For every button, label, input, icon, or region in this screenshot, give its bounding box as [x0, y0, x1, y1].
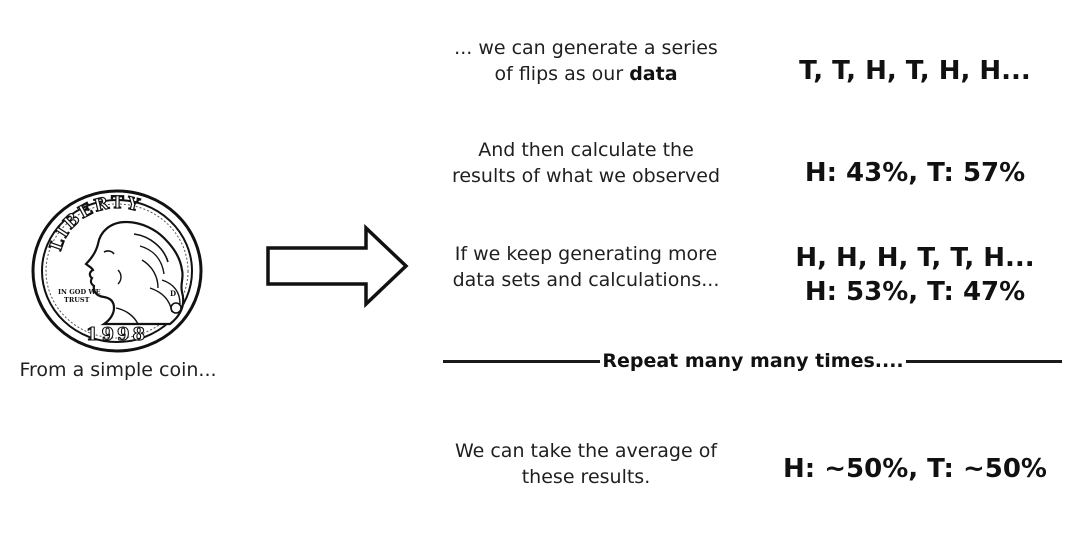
step-2-line-2: results of what we observed — [451, 165, 721, 187]
step-1-bold-word: data — [629, 63, 678, 85]
step-3-line-2: data sets and calculations... — [452, 269, 720, 291]
final-text: We can take the average of these results… — [432, 438, 740, 490]
final-line-2: these results. — [521, 466, 651, 488]
step-3-text: If we keep generating more data sets and… — [432, 241, 740, 293]
divider-line-right — [906, 360, 1062, 363]
step-3-result-line-1: H, H, H, T, T, H... — [795, 243, 1035, 273]
divider-line-left — [443, 360, 600, 363]
step-1-text: ... we can generate a series of flips as… — [432, 35, 740, 87]
coin-year: 1998 — [86, 324, 148, 345]
step-2-text: And then calculate the results of what w… — [432, 137, 740, 189]
step-3-line-1: If we keep generating more — [454, 243, 718, 265]
step-1-result: T, T, H, T, H, H... — [799, 56, 1031, 86]
quarter-coin-icon: LIBERTY IN GOD WE TRUST D 1998 — [31, 189, 203, 353]
right-arrow-icon — [266, 224, 409, 308]
step-1-line-1: ... we can generate a series — [454, 37, 718, 59]
coin-caption: From a simple coin... — [19, 359, 217, 381]
step-1-line-2: of flips as our data — [432, 61, 740, 87]
repeat-label: Repeat many many times.... — [602, 350, 904, 372]
step-3-result: H, H, H, T, T, H... H: 53%, T: 47% — [760, 241, 1070, 309]
svg-text:TRUST: TRUST — [64, 296, 90, 304]
final-line-1: We can take the average of — [454, 440, 718, 462]
svg-text:IN GOD WE: IN GOD WE — [58, 288, 101, 296]
final-result: H: ~50%, T: ~50% — [783, 454, 1047, 484]
step-3-result-line-2: H: 53%, T: 47% — [804, 277, 1026, 307]
step-2-line-1: And then calculate the — [478, 139, 694, 161]
step-2-result: H: 43%, T: 57% — [804, 158, 1026, 188]
step-1-line-2-prefix: of flips as our — [494, 63, 630, 85]
coin-mint-mark: D — [170, 289, 176, 298]
